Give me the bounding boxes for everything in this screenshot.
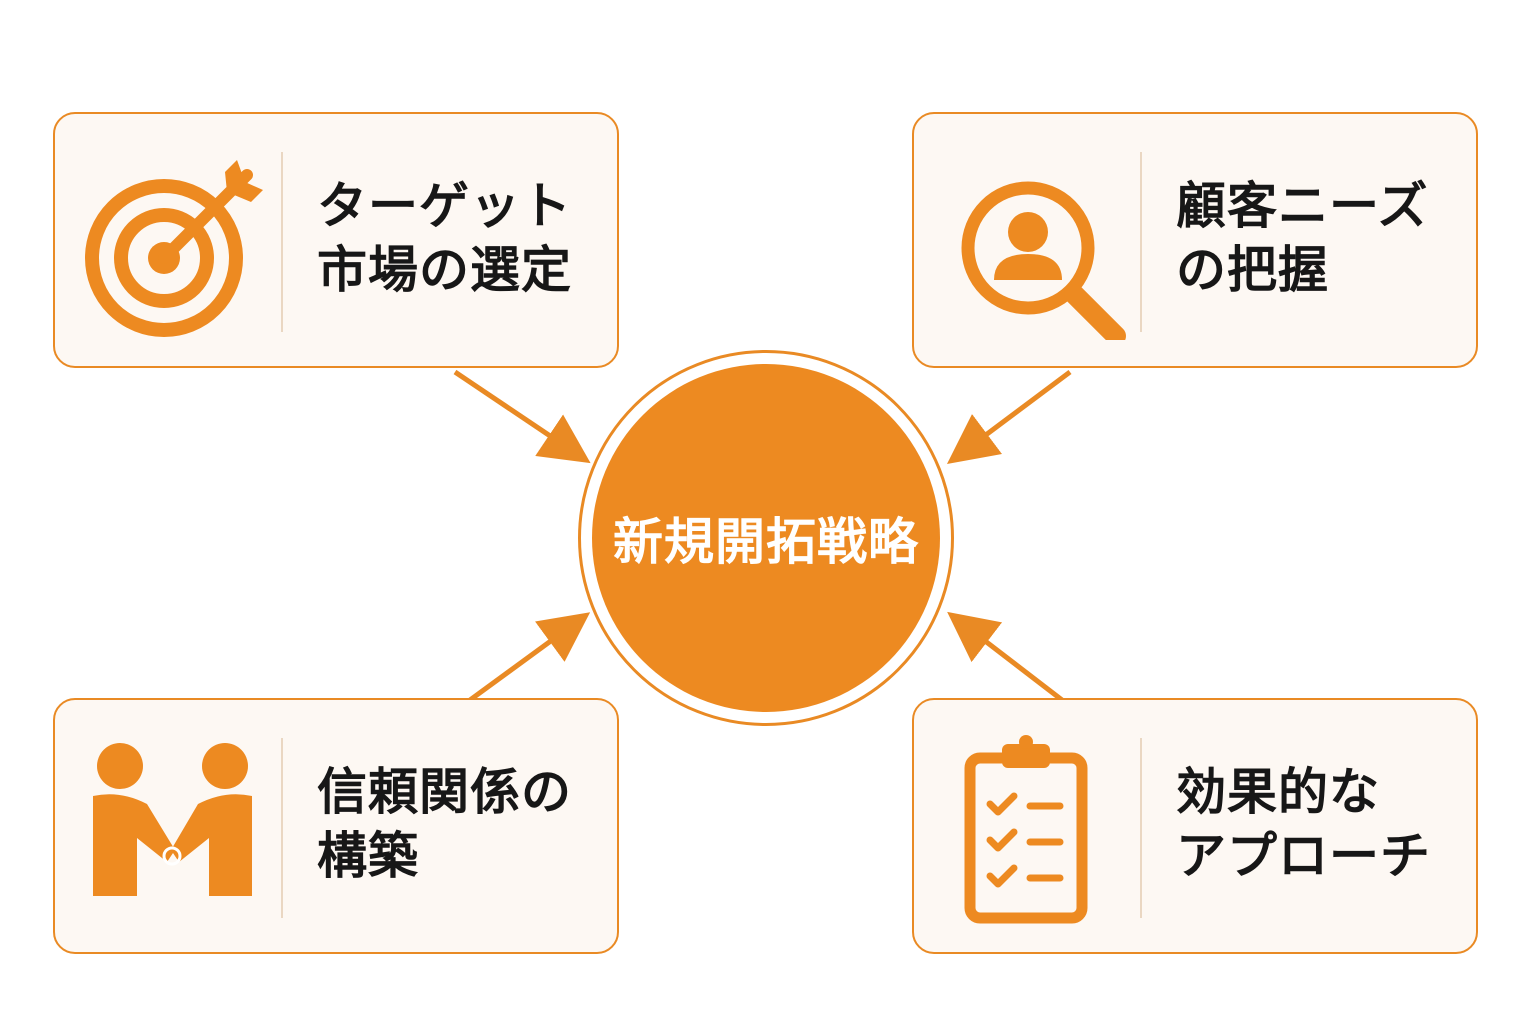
card-divider — [281, 152, 283, 332]
arrow-bottom-right — [947, 611, 1064, 702]
card-effective-approach: 効果的な アプローチ — [912, 698, 1478, 954]
target-icon — [85, 160, 263, 337]
handshake-icon — [93, 743, 252, 896]
arrow-top-left — [453, 369, 591, 464]
arrow-bottom-left — [468, 612, 591, 703]
card-label: 効果的な アプローチ — [1176, 760, 1466, 888]
card-label: 顧客ニーズ の把握 — [1176, 174, 1466, 302]
card-divider — [1140, 152, 1142, 332]
card-target-market: ターゲット 市場の選定 — [53, 112, 619, 368]
card-label-line: 顧客ニーズ — [1176, 177, 1429, 235]
card-label: ターゲット 市場の選定 — [317, 174, 607, 302]
card-label-line: の把握 — [1176, 241, 1329, 299]
card-label-line: 市場の選定 — [317, 241, 572, 299]
checklist-icon — [964, 735, 1088, 924]
card-label-line: 構築 — [317, 827, 419, 885]
center-node: 新規開拓戦略 — [592, 364, 940, 712]
center-label: 新規開拓戦略 — [613, 513, 919, 571]
card-divider — [1140, 738, 1142, 918]
customer-search-icon — [961, 181, 1126, 340]
card-divider — [281, 738, 283, 918]
card-label-line: 信頼関係の — [317, 763, 572, 821]
card-trust-relationship: 信頼関係の 構築 — [53, 698, 619, 954]
card-label-line: ターゲット — [317, 177, 572, 235]
card-customer-needs: 顧客ニーズ の把握 — [912, 112, 1478, 368]
card-label-line: 効果的な — [1176, 763, 1380, 821]
card-label: 信頼関係の 構築 — [317, 760, 607, 888]
card-label-line: アプローチ — [1176, 827, 1431, 885]
arrow-top-right — [946, 369, 1072, 464]
